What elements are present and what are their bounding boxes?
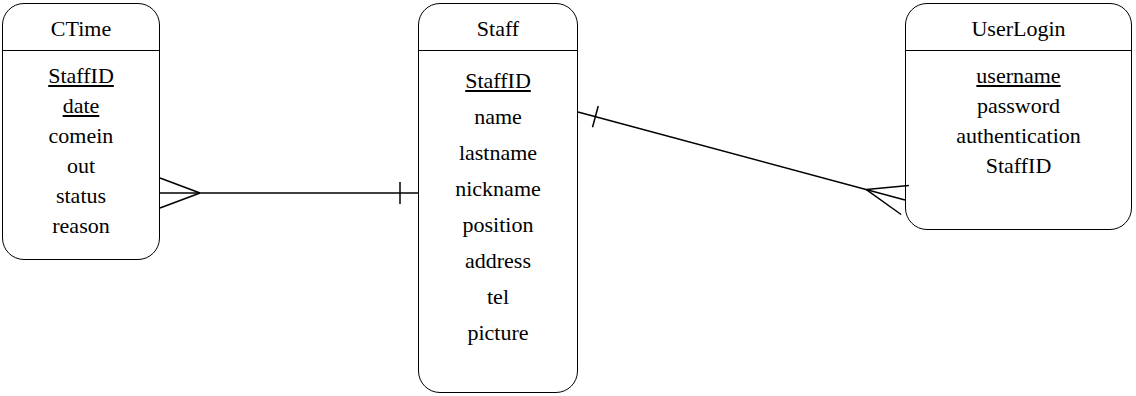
relationship-line	[578, 106, 909, 214]
attribute: out	[3, 151, 159, 181]
entity-name: Staff	[419, 4, 577, 51]
attribute: tel	[419, 279, 577, 315]
attribute: name	[419, 99, 577, 135]
attribute: StaffID	[906, 151, 1131, 181]
attribute: status	[3, 181, 159, 211]
attribute: address	[419, 243, 577, 279]
entity-name: CTime	[3, 4, 159, 51]
attribute: lastname	[419, 135, 577, 171]
one-bar	[399, 182, 401, 204]
entity-name: UserLogin	[906, 4, 1131, 51]
crows-foot	[160, 178, 200, 193]
attribute: nickname	[419, 171, 577, 207]
attribute: position	[419, 207, 577, 243]
entity-box: UserLogin usernamepasswordauthenticationS…	[905, 3, 1132, 230]
attribute: authentication	[906, 121, 1131, 151]
key-attribute: date	[3, 91, 159, 121]
entity-box: CTimeStaffIDdatecomeinoutstatusreason	[2, 3, 160, 260]
one-bar	[593, 106, 599, 127]
crows-foot	[160, 193, 200, 208]
attribute: reason	[3, 211, 159, 241]
entity-box: StaffStaffIDnamelastnamenicknameposition…	[418, 3, 578, 393]
relationship-line	[160, 178, 418, 208]
key-attribute: StaffID	[3, 61, 159, 91]
crows-foot	[866, 190, 901, 215]
key-attribute: username	[906, 61, 1131, 91]
attribute: picture	[419, 315, 577, 351]
crows-foot	[866, 186, 909, 190]
connector-line	[578, 112, 905, 200]
attribute: comein	[3, 121, 159, 151]
attribute: password	[906, 91, 1131, 121]
key-attribute: StaffID	[419, 63, 577, 99]
